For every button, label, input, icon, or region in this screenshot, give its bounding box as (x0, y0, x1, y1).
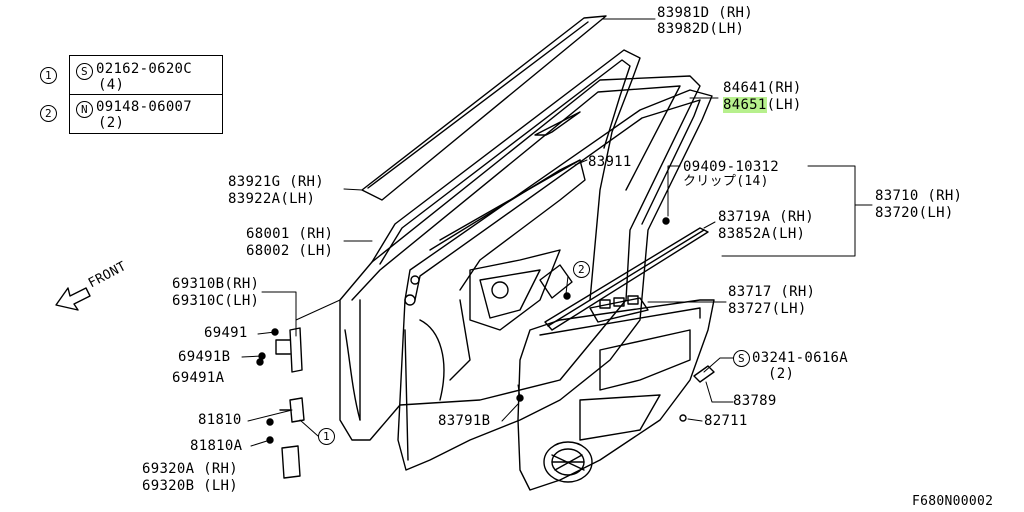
label-83981d: 83981D (RH) (657, 5, 754, 21)
label-83911: 83911 (588, 154, 632, 170)
belt-moulding (544, 227, 709, 331)
window-moulding-strip (361, 15, 607, 201)
label-83727: 83727(LH) (728, 301, 807, 317)
leader-lines (241, 18, 873, 447)
label-69491b: 69491B (178, 349, 231, 365)
label-82711: 82711 (704, 413, 748, 429)
label-84641: 84641(RH) (723, 80, 802, 96)
callout-2: 2 (573, 261, 590, 278)
door-shell (339, 75, 701, 441)
label-69320a: 69320A (RH) (142, 461, 239, 477)
legend-row2-part: 09148-06007 (96, 99, 193, 115)
handle-cover (693, 365, 715, 383)
highlighted-part-number: 84651 (723, 97, 767, 113)
label-03241: 03241-0616A (752, 350, 849, 366)
label-83922a: 83922A(LH) (228, 191, 316, 207)
label-83720: 83720(LH) (875, 205, 954, 221)
door-trim-panel (517, 299, 715, 491)
callout-1: 1 (318, 428, 335, 445)
figure-code: F680N00002 (912, 494, 994, 509)
label-69310b: 69310B(RH) (172, 276, 260, 292)
power-window-switch (589, 295, 649, 323)
label-03241-symbol: S (733, 350, 750, 367)
legend-row1-part: 02162-0620C (96, 61, 193, 77)
label-68002: 68002 (LH) (246, 243, 334, 259)
legend-row2-symbol: N (76, 101, 93, 118)
legend-row1-ref: 1 (40, 67, 57, 84)
label-83791b: 83791B (438, 413, 491, 429)
lower-hinge (279, 397, 305, 479)
label-83852a: 83852A(LH) (718, 226, 806, 242)
label-81810: 81810 (198, 412, 242, 428)
legend-row2-qty: (2) (98, 115, 125, 131)
door-sash (429, 111, 586, 291)
label-09409: 09409-10312 (683, 159, 780, 175)
label-clip: クリップ(14) (683, 174, 769, 189)
door-weatherstrip (371, 49, 641, 301)
legend-divider (70, 94, 222, 95)
label-69491: 69491 (204, 325, 248, 341)
label-03241-qty: (2) (768, 366, 795, 382)
legend-row2-ref: 2 (40, 105, 57, 122)
label-68001: 68001 (RH) (246, 226, 334, 242)
label-83921g: 83921G (RH) (228, 174, 325, 190)
label-69310c: 69310C(LH) (172, 293, 260, 309)
fastener-legend-table (69, 55, 223, 134)
label-69491a: 69491A (172, 370, 225, 386)
label-83982d: 83982D(LH) (657, 21, 745, 37)
label-83789: 83789 (733, 393, 777, 409)
door-internals (404, 249, 573, 381)
front-arrow-icon (55, 287, 91, 311)
label-83710: 83710 (RH) (875, 188, 963, 204)
legend-row1-qty: (4) (98, 77, 125, 93)
label-84651: 84651(LH) (723, 97, 802, 113)
label-83717: 83717 (RH) (728, 284, 816, 300)
label-81810a: 81810A (190, 438, 243, 454)
label-69320b: 69320B (LH) (142, 478, 239, 494)
legend-row1-symbol: S (76, 63, 93, 80)
upper-hinge (275, 327, 303, 373)
label-83719a: 83719A (RH) (718, 209, 815, 225)
